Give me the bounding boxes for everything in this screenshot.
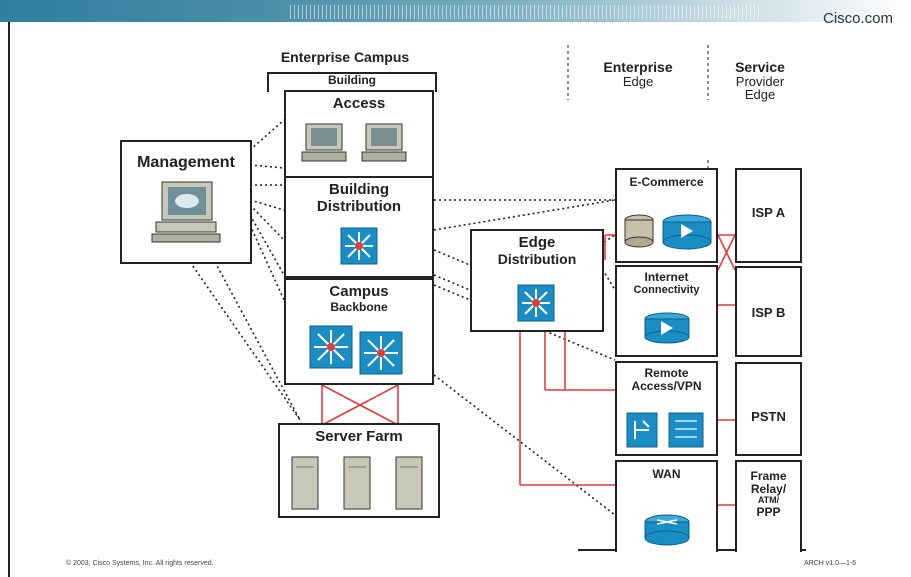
slide-border [8, 22, 10, 577]
wan-router-icon [644, 514, 690, 546]
access-block: Access [284, 90, 434, 178]
management-label: Management [137, 154, 235, 171]
isp-b-block: ISP B [735, 266, 802, 357]
wan-block: WAN [615, 460, 718, 552]
pstn-block: PSTN [735, 362, 802, 456]
banner-stripes [290, 5, 760, 19]
servers-icon [291, 456, 423, 510]
access-pcs-icon [301, 123, 407, 162]
ecommerce-block: E-Commerce [615, 168, 718, 263]
building-tab: Building [267, 72, 437, 92]
red-links [321, 234, 736, 506]
workstation-icon [151, 181, 221, 243]
course-footer: ARCH v1.0—1-6 [804, 560, 857, 567]
backbone-switches-icon [309, 325, 403, 375]
ecommerce-devices-icon [624, 214, 712, 250]
site-label: Cisco.com [822, 10, 893, 27]
server-farm-block: Server Farm [278, 423, 440, 518]
copyright-footer: © 2003, Cisco Systems, Inc. All rights r… [66, 560, 214, 567]
multilayer-switch-icon [340, 227, 378, 265]
enterprise-campus-header: Enterprise Campus [280, 49, 410, 65]
vpn-devices-icon [626, 412, 704, 448]
isp-a-block: ISP A [735, 168, 802, 263]
dotted-management-links [189, 119, 616, 516]
edge-switch-icon [517, 284, 555, 322]
management-block: Management [120, 140, 252, 264]
internet-router-icon [644, 312, 690, 344]
